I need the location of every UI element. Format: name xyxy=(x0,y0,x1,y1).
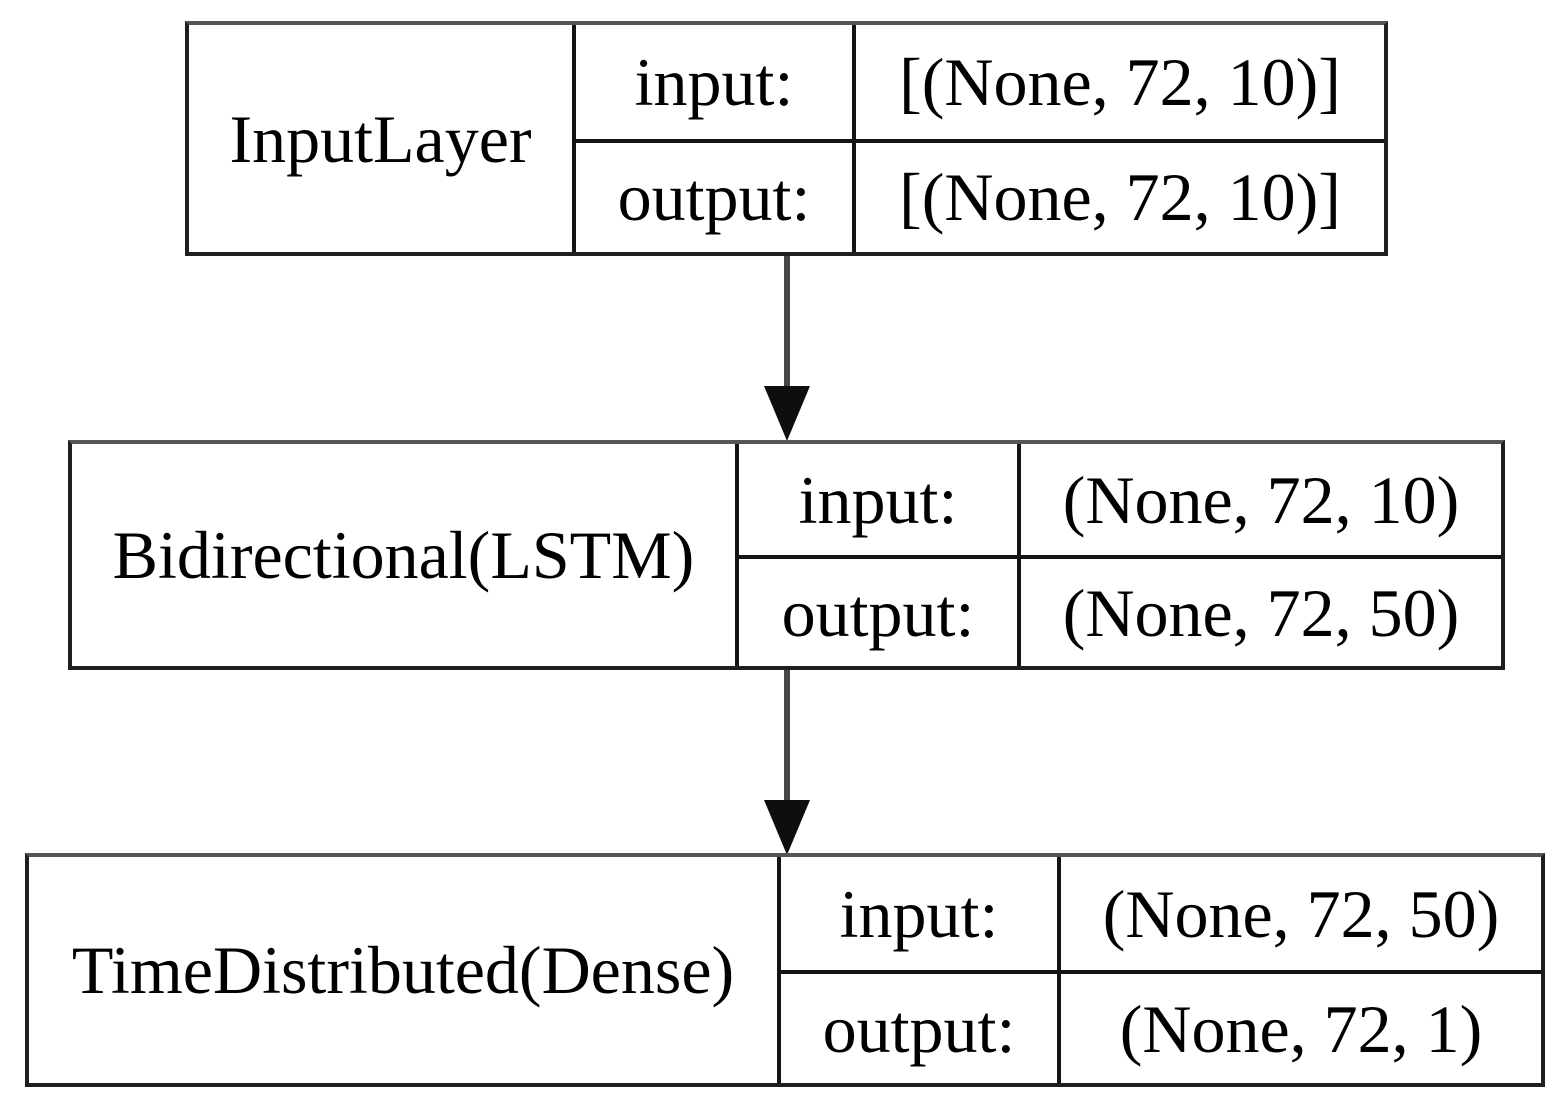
arrow-stem xyxy=(784,670,790,800)
input-label: input: xyxy=(777,857,1057,970)
layer-node-bidirectional-lstm: Bidirectional(LSTM) input: (None, 72, 10… xyxy=(68,440,1505,670)
layer-name: TimeDistributed(Dense) xyxy=(71,932,735,1008)
input-label: input: xyxy=(572,25,852,139)
output-shape: (None, 72, 50) xyxy=(1017,555,1501,666)
arrow-down-icon xyxy=(764,386,810,441)
layer-name: InputLayer xyxy=(229,100,532,177)
input-label: input: xyxy=(735,444,1017,555)
input-shape: [(None, 72, 10)] xyxy=(852,25,1384,139)
output-label: output: xyxy=(735,555,1017,666)
layer-node-timedistributed-dense: TimeDistributed(Dense) input: (None, 72,… xyxy=(25,853,1545,1087)
layer-name: Bidirectional(LSTM) xyxy=(112,517,695,593)
layer-node-inputlayer: InputLayer input: [(None, 72, 10)] outpu… xyxy=(185,21,1388,256)
arrow-down-icon xyxy=(764,800,810,855)
edge-inputlayer-to-bilstm xyxy=(764,256,810,441)
output-label: output: xyxy=(572,138,852,252)
arrow-stem xyxy=(784,256,790,386)
output-shape: (None, 72, 1) xyxy=(1057,970,1541,1083)
output-label: output: xyxy=(777,970,1057,1083)
input-shape: (None, 72, 10) xyxy=(1017,444,1501,555)
input-shape: (None, 72, 50) xyxy=(1057,857,1541,970)
edge-bilstm-to-timedistributed xyxy=(764,670,810,855)
output-shape: [(None, 72, 10)] xyxy=(852,138,1384,252)
